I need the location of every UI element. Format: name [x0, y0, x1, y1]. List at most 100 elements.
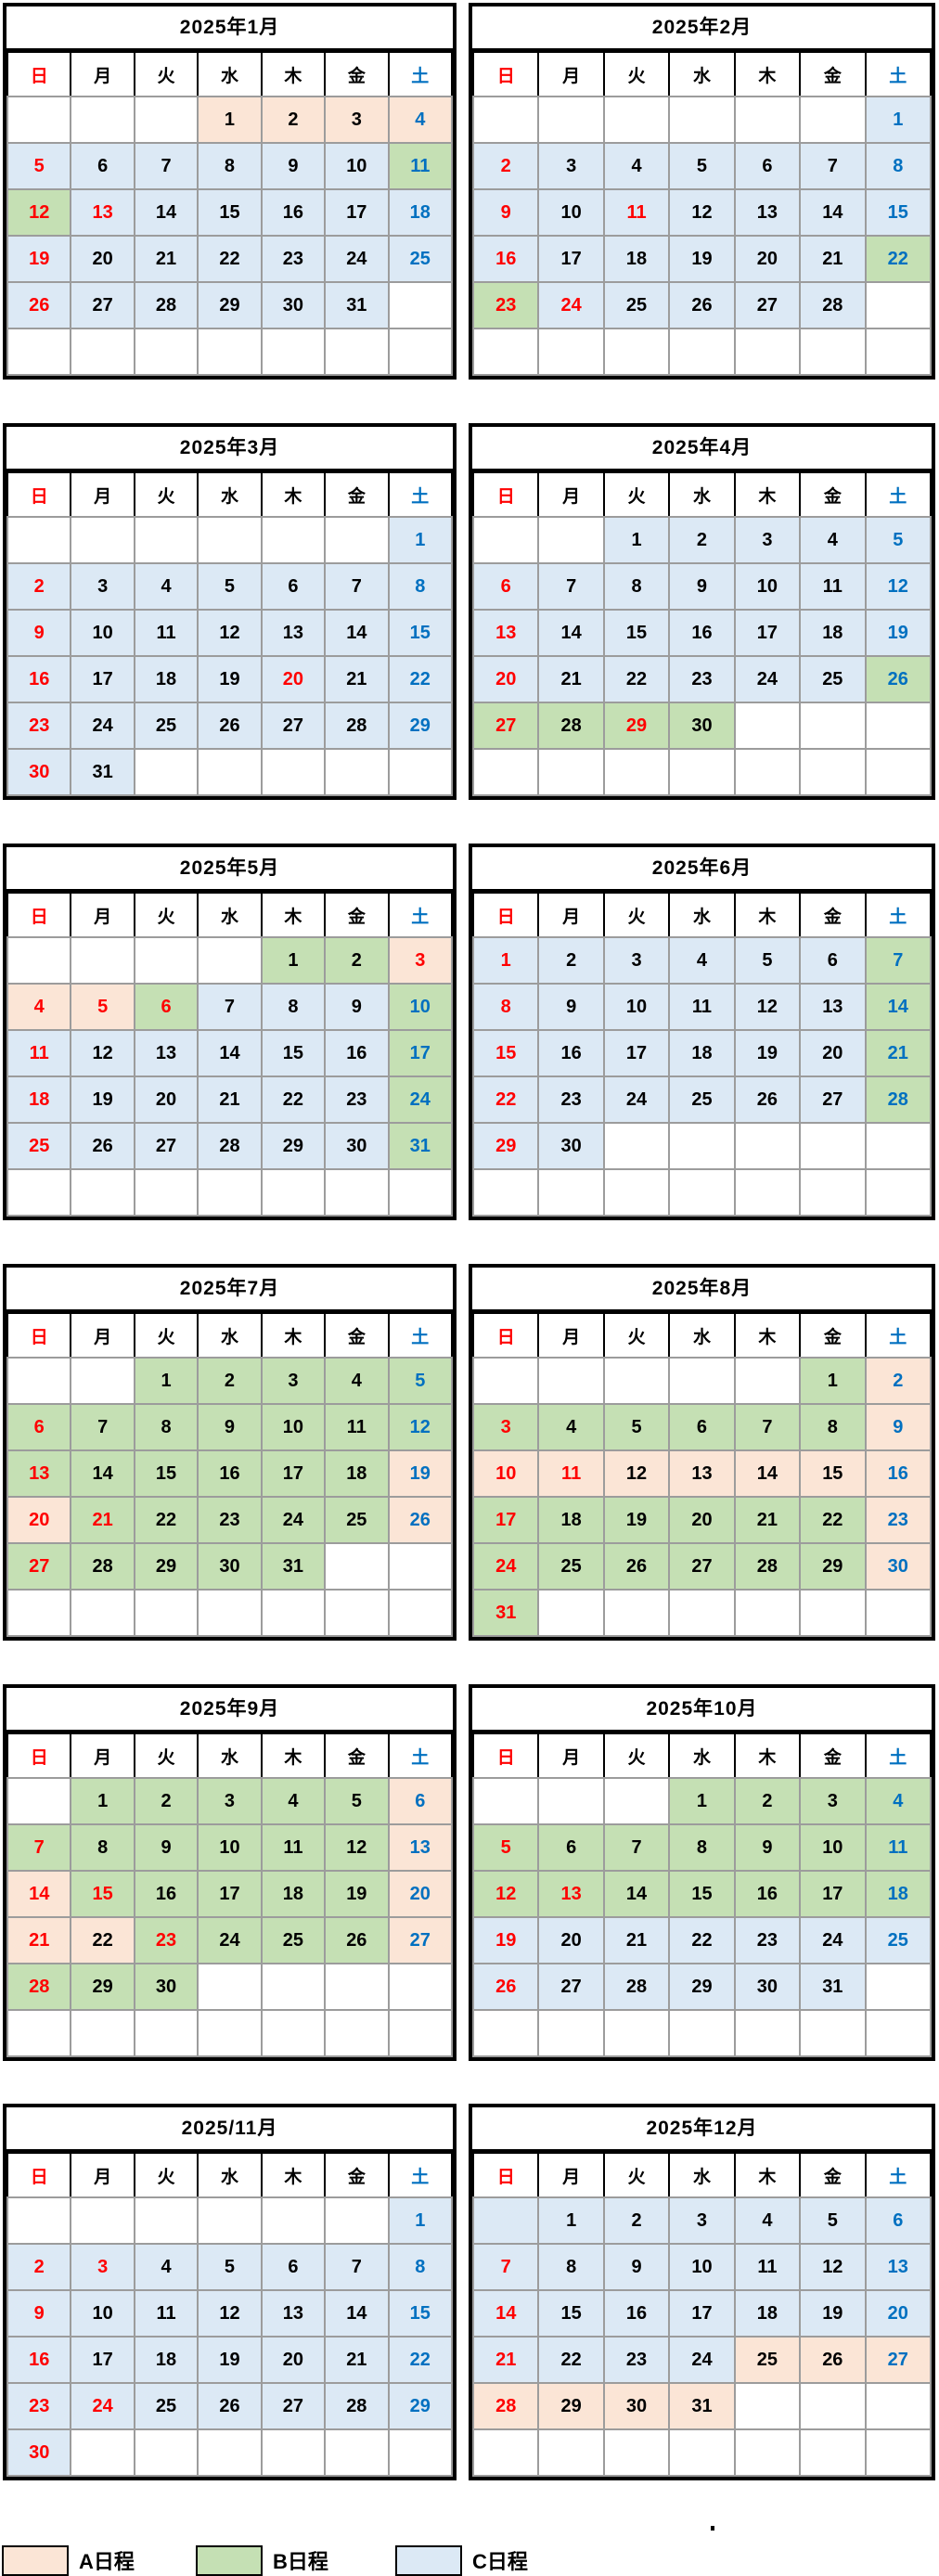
- day-cell: 22: [668, 1916, 736, 1964]
- day-cell: 11: [602, 188, 671, 237]
- day-cell: 24: [537, 281, 605, 329]
- empty-cell: [602, 1122, 671, 1170]
- empty-cell: [733, 702, 802, 750]
- empty-cell: [324, 1542, 390, 1591]
- empty-cell: [668, 1122, 736, 1170]
- day-cell: 3: [668, 2196, 736, 2245]
- weekday-header: 火: [133, 51, 199, 97]
- day-cell: 28: [537, 702, 605, 750]
- day-cell: 10: [799, 1823, 867, 1872]
- day-cell: 2: [537, 936, 605, 985]
- day-cell: 11: [6, 1029, 72, 1077]
- weekday-header: 月: [537, 892, 605, 938]
- weekday-header: 火: [602, 2152, 671, 2198]
- weekday-header: 火: [602, 892, 671, 938]
- day-cell: 24: [70, 702, 135, 750]
- empty-cell: [324, 1589, 390, 1637]
- day-cell: 26: [668, 281, 736, 329]
- empty-cell: [70, 328, 135, 376]
- month-title: 2025年5月: [6, 847, 453, 892]
- day-cell: 17: [387, 1029, 454, 1077]
- empty-cell: [733, 1168, 802, 1217]
- day-cell: 12: [6, 188, 72, 237]
- day-cell: 2: [260, 96, 327, 144]
- day-cell: 13: [537, 1870, 605, 1918]
- weekday-header: 金: [799, 892, 867, 938]
- weekday-header: 水: [668, 2152, 736, 2198]
- day-cell: 7: [602, 1823, 671, 1872]
- day-cell: 23: [602, 2336, 671, 2384]
- empty-cell: [260, 1168, 327, 1217]
- empty-cell: [387, 281, 454, 329]
- week-row: 1: [6, 516, 454, 564]
- weekday-header: 金: [324, 2152, 390, 2198]
- weekday-header-row: 日月火水木金土: [471, 2152, 933, 2198]
- stray-dot: [711, 2526, 714, 2531]
- day-cell: 29: [70, 1963, 135, 2011]
- day-cell: 23: [6, 2382, 72, 2430]
- day-cell: 15: [197, 188, 263, 237]
- empty-cell: [471, 516, 540, 564]
- empty-cell: [260, 516, 327, 564]
- day-cell: 11: [864, 1823, 933, 1872]
- day-cell: 18: [602, 235, 671, 283]
- day-cell: 7: [733, 1403, 802, 1451]
- day-cell: 17: [471, 1496, 540, 1544]
- weekday-header: 日: [6, 892, 72, 938]
- weekday-header: 月: [70, 1732, 135, 1779]
- day-cell: 30: [602, 2382, 671, 2430]
- month-title: 2025年12月: [472, 2107, 932, 2152]
- day-cell: 7: [471, 2243, 540, 2291]
- weekday-header: 土: [387, 1732, 454, 1779]
- day-cell: 12: [324, 1823, 390, 1872]
- day-cell: 24: [471, 1542, 540, 1591]
- day-cell: 29: [668, 1963, 736, 2011]
- day-cell: 25: [864, 1916, 933, 1964]
- day-cell: 30: [133, 1963, 199, 2011]
- day-cell: 13: [733, 188, 802, 237]
- day-cell: 13: [70, 188, 135, 237]
- empty-cell: [537, 2428, 605, 2477]
- day-cell: 17: [668, 2289, 736, 2338]
- empty-cell: [324, 2196, 390, 2245]
- day-cell: 31: [324, 281, 390, 329]
- empty-cell: [864, 702, 933, 750]
- day-cell: 22: [602, 655, 671, 703]
- empty-cell: [133, 2428, 199, 2477]
- day-cell: 24: [197, 1916, 263, 1964]
- day-cell: 27: [133, 1122, 199, 1170]
- weekday-header: 日: [471, 2152, 540, 2198]
- empty-cell: [864, 2428, 933, 2477]
- weekday-header: 日: [471, 892, 540, 938]
- day-cell: 6: [70, 142, 135, 190]
- weekday-header: 土: [387, 1312, 454, 1359]
- day-cell: 30: [733, 1963, 802, 2011]
- day-cell: 30: [197, 1542, 263, 1591]
- empty-cell: [133, 96, 199, 144]
- weekday-header: 水: [668, 51, 736, 97]
- empty-cell: [197, 2009, 263, 2057]
- week-row: [471, 2428, 933, 2477]
- legend-item-c: C日程: [395, 2544, 528, 2576]
- weekday-header: 水: [197, 471, 263, 518]
- day-cell: 19: [70, 1075, 135, 1124]
- day-cell: 23: [537, 1075, 605, 1124]
- empty-cell: [864, 1589, 933, 1637]
- day-cell: 28: [864, 1075, 933, 1124]
- day-cell: 3: [537, 142, 605, 190]
- day-cell: 1: [387, 516, 454, 564]
- empty-cell: [197, 748, 263, 796]
- empty-cell: [70, 2428, 135, 2477]
- day-cell: 23: [471, 281, 540, 329]
- day-cell: 9: [733, 1823, 802, 1872]
- day-cell: 5: [668, 142, 736, 190]
